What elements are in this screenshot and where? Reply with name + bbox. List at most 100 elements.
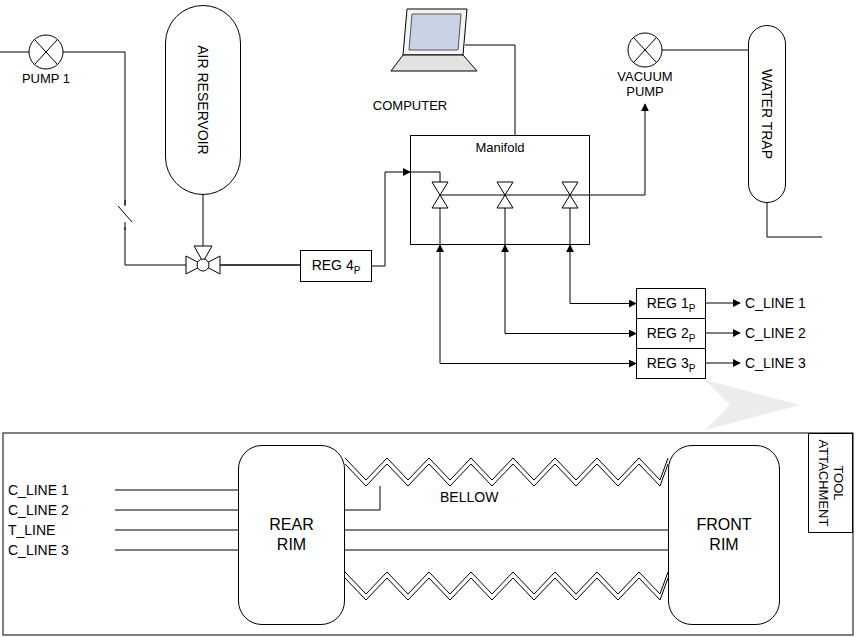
- signal-line-label: C_LINE 1: [745, 294, 806, 312]
- subscript-label: P: [354, 265, 361, 276]
- laptop-base: [391, 55, 477, 71]
- signal-line-label: C_LINE 2: [745, 324, 806, 342]
- node-label: COMPUTER: [355, 97, 465, 114]
- label-group: REG 4P: [312, 256, 361, 276]
- signal-line-label: C_LINE 1: [8, 481, 69, 499]
- signal-line-label: C_LINE 3: [8, 541, 69, 559]
- manifold-header-line: [440, 195, 590, 196]
- rim-block: FRONT RIM: [668, 445, 780, 625]
- node-label: AIR RESERVOIR: [195, 45, 211, 154]
- tank-shape: [166, 6, 241, 195]
- pipe-connector: [680, 50, 748, 51]
- label-group: REG 1P: [647, 294, 696, 314]
- pipe-connector: [570, 245, 636, 304]
- check-valve-stub: [125, 222, 126, 230]
- regulator-box: REG 4P: [300, 250, 372, 282]
- vacuum-pump-symbol: VACUUM PUMP: [610, 30, 680, 104]
- pump-circle: [29, 35, 63, 69]
- watermark-shape: [705, 380, 800, 430]
- signal-line-label: C_LINE 3: [745, 354, 806, 372]
- node-label: REG 4: [312, 257, 354, 273]
- input-line: [115, 530, 238, 531]
- pump-icon: [610, 30, 680, 70]
- part-label: BELLOW: [440, 488, 498, 506]
- pump-icon: [14, 32, 78, 72]
- signal-line-label: C_LINE 2: [8, 501, 69, 519]
- pump-outlet-stub: [662, 50, 680, 51]
- manifold-port-line: [440, 208, 441, 245]
- node-label: VACUUM PUMP: [613, 69, 677, 99]
- bellow-feed-line: [345, 486, 380, 510]
- label-group: FRONT RIM: [693, 515, 755, 555]
- bellow-wall: [345, 578, 668, 600]
- input-line: [115, 510, 238, 511]
- node-label: PUMP 1: [14, 71, 78, 86]
- regulator-box: REG 1P: [636, 288, 706, 319]
- subscript-label: P: [689, 333, 696, 344]
- pump-cross: [35, 40, 57, 64]
- valve-body: [197, 259, 209, 271]
- tool-attachment-box: TOOL ATTACHMENT: [808, 433, 853, 533]
- solenoid-valve: [562, 195, 578, 208]
- computer-icon: COMPUTER: [355, 5, 480, 115]
- manifold-port-line: [505, 208, 506, 245]
- pump-cross: [35, 40, 57, 64]
- check-valve-flap: [118, 206, 132, 222]
- output-arrow: [706, 303, 740, 304]
- solenoid-valve: [497, 195, 513, 208]
- inlet-pipe: [0, 52, 29, 53]
- output-arrow: [706, 363, 740, 364]
- laptop-screen: [403, 9, 467, 55]
- laptop-icon: [355, 5, 480, 85]
- node-label: REG 3: [647, 355, 689, 371]
- pipe-connector: [480, 45, 515, 135]
- three-way-valve: [186, 246, 220, 274]
- check-valve-stub: [125, 200, 126, 206]
- pipe-connector: [345, 530, 668, 531]
- node-label: Manifold: [411, 139, 589, 156]
- label-group: REAR RIM: [261, 515, 323, 555]
- regulator-box: REG 2P: [636, 318, 706, 349]
- solenoid-valve: [562, 182, 578, 195]
- node-label: WATER TRAP: [759, 69, 775, 159]
- air-reservoir-tank: AIR RESERVOIR: [165, 5, 241, 195]
- manifold-box: Manifold: [410, 135, 590, 245]
- node-label: REG 2: [647, 325, 689, 341]
- pump-symbol: PUMP 1: [14, 32, 78, 88]
- laptop-cable-stub: [465, 45, 480, 46]
- manifold-port-line: [570, 208, 571, 245]
- pump-circle: [628, 33, 662, 67]
- bellow-wall: [345, 572, 668, 594]
- solenoid-valve: [432, 182, 448, 195]
- pipe-connector: [372, 172, 410, 266]
- pipe-connector: [345, 550, 668, 551]
- actuator-frame: [3, 433, 853, 635]
- subscript-label: P: [689, 363, 696, 374]
- solenoid-valve: [497, 182, 513, 195]
- node-label: FRONT RIM: [696, 516, 751, 553]
- bellow-wall: [345, 458, 668, 480]
- label-group: REG 2P: [647, 324, 696, 344]
- subscript-label: P: [689, 303, 696, 314]
- manifold-inlet-line: [410, 172, 440, 182]
- pipe-connector: [440, 245, 636, 364]
- regulator-box: REG 3P: [636, 348, 706, 379]
- output-arrow: [706, 333, 740, 334]
- pump-cross: [634, 38, 656, 62]
- pipe-connector: [203, 195, 300, 265]
- node-label: REG 1: [647, 295, 689, 311]
- water-trap-outlet: [767, 203, 822, 237]
- bellow-walls: [345, 458, 668, 600]
- pipe-connector: [505, 245, 636, 334]
- node-label: REAR RIM: [269, 516, 313, 553]
- pipe-connector: [590, 104, 645, 195]
- rim-block: REAR RIM: [238, 445, 345, 625]
- input-line: [115, 550, 238, 551]
- signal-line-label: T_LINE: [8, 521, 55, 539]
- label-group: REG 3P: [647, 354, 696, 374]
- solenoid-valve: [432, 195, 448, 208]
- tank-shape: [749, 26, 786, 203]
- laptop-display: [409, 14, 461, 50]
- input-line: [115, 490, 238, 491]
